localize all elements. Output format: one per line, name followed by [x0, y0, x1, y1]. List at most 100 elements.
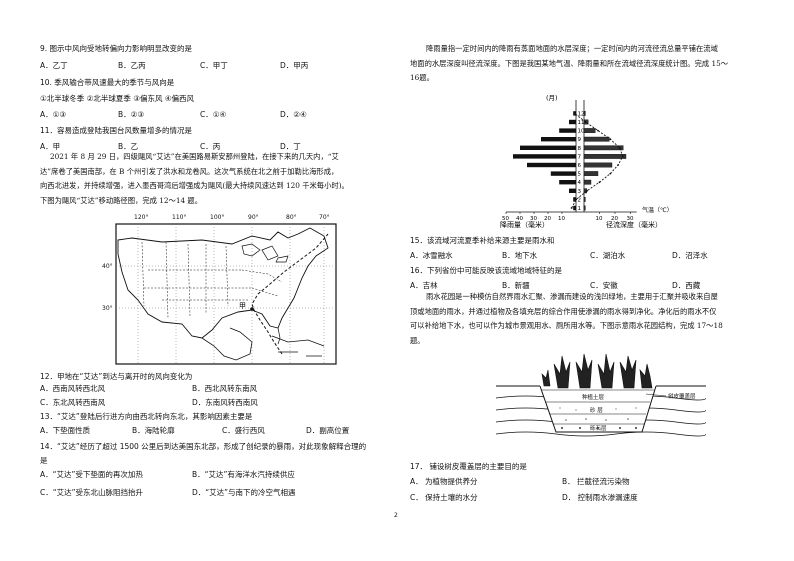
runoff-bar: [583, 196, 586, 202]
intro-line: 降雨量指一定时间内的降雨有蒸面地面的水层深度；一定时间内的河流径流总量平铺在流域: [426, 44, 718, 53]
temperature-point: [573, 112, 576, 115]
rainfall-bar: [541, 137, 576, 142]
temp-tick-label: 20: [611, 216, 618, 222]
q16-stem: 16．下列省份中可能反映该流域地域特征的是: [410, 266, 563, 275]
temperature-point: [618, 146, 621, 149]
rainfall-bar: [513, 154, 576, 159]
temperature-point: [621, 155, 624, 158]
place-marker: [250, 307, 254, 311]
q10-stem: 10. 季风输合带风速最大的季节与风向是: [40, 78, 175, 87]
rainfall-bar: [573, 197, 576, 202]
runoff-bar: [583, 205, 586, 211]
q17-stem: 17． 铺设树皮覆盖层的主要目的是: [410, 462, 527, 471]
temperature-point: [609, 138, 612, 141]
q17-option-b[interactable]: B． 拦截径流污染物: [562, 477, 630, 486]
lon-label: 120°: [134, 214, 148, 221]
q13-option-c[interactable]: C．盛行西风: [222, 426, 265, 435]
q10-option-b[interactable]: B．②③: [118, 110, 145, 119]
intro-line: 下图为飓风“艾达”移动路径图，完成 12～14 题。: [40, 195, 203, 205]
q14-option-c[interactable]: C．“艾达”受东北山脉阻挡抬升: [40, 488, 144, 497]
q16-option-b[interactable]: B．新疆: [502, 281, 530, 290]
runoff-bar: [583, 111, 586, 116]
q13-option-b[interactable]: B．海陆轮廓: [132, 426, 175, 435]
q13-option-d[interactable]: D．副高位置: [306, 426, 350, 435]
q12-option-b[interactable]: B．西北风转东南风: [192, 384, 258, 393]
runoff-bar: [583, 162, 613, 168]
rain-tick-label: 40: [516, 216, 523, 222]
q15-option-d[interactable]: D．沼泽水: [672, 251, 708, 260]
temperature-point: [598, 181, 601, 184]
rainfall-bar: [573, 205, 576, 211]
q15-option-c[interactable]: C．湖泊水: [590, 251, 626, 260]
lon-label: 70°: [319, 214, 330, 221]
planting-soil-label: 种植土层: [582, 393, 605, 401]
q10-option-c[interactable]: C．①④: [200, 110, 227, 119]
q11-option-a[interactable]: A．甲: [40, 142, 61, 151]
temperature-point: [575, 198, 578, 201]
temperature-point: [570, 207, 573, 209]
temperature-point: [597, 129, 599, 132]
rainfall-bar: [527, 162, 576, 168]
month-tick-label: 2: [578, 197, 582, 203]
q17-option-a[interactable]: A． 为植物提供养分: [410, 477, 478, 486]
q15-stem: 15．该流域河流夏季补给来源主要是雨水和: [410, 236, 555, 245]
q11-stem: 11．容易造成登陆我国台风数量增多的情况是: [40, 126, 193, 135]
runoff-bar: [583, 145, 624, 151]
q12-option-a[interactable]: A．西南风转西北风: [40, 384, 106, 393]
q17-option-c[interactable]: C． 保持土壤的水分: [410, 493, 478, 502]
month-tick-label: 6: [578, 163, 582, 169]
q10-option-a[interactable]: A．①③: [40, 110, 67, 119]
q13-option-a[interactable]: A．下垫面性质: [40, 426, 91, 435]
temp-unit-label: 气温（℃）: [642, 206, 673, 214]
intro-line: 地面的水层深度叫径流深度。下图是我国某地气温、降雨量和所在流域径流深度统计图。完…: [410, 58, 729, 68]
q14-option-b[interactable]: B．“艾达”有海洋水汽持续供应: [192, 470, 295, 479]
x-left-label: 降雨量（毫米）: [500, 220, 549, 229]
q10-option-d[interactable]: D．②④: [280, 110, 307, 119]
temperature-line: [571, 113, 624, 209]
month-tick-label: 8: [578, 146, 582, 152]
month-axis-label: (月): [546, 94, 558, 102]
lat-label: 30°: [102, 305, 113, 312]
rainfall-bar: [550, 171, 576, 176]
page-number: 2: [394, 512, 398, 519]
rainfall-bar: [569, 119, 576, 125]
q16-option-d[interactable]: D．西藏: [672, 281, 701, 290]
runoff-bar: [583, 136, 610, 142]
month-tick-label: 3: [578, 189, 582, 195]
q17-option-d[interactable]: D． 控制雨水渗漏速度: [562, 493, 638, 502]
rain-garden-diagram: 树皮覆盖层 种植土层 砂 层 砾石层: [496, 353, 706, 437]
q11-option-b[interactable]: B．乙: [118, 142, 139, 151]
q15-option-b[interactable]: B．地下水: [502, 251, 538, 260]
q14-option-d[interactable]: D．“艾达”与南下的冷空气相遇: [192, 488, 296, 497]
q9-option-b[interactable]: B．乙丙: [118, 61, 146, 70]
intro-line: 16题。: [410, 73, 434, 82]
rainfall-bar: [569, 188, 576, 193]
runoff-bar: [583, 128, 596, 134]
q16-option-a[interactable]: A．吉林: [410, 281, 438, 290]
rainfall-bar: [559, 180, 576, 185]
q12-stem: 12．甲地在“艾达”到达与离开时的风向变化为: [40, 372, 193, 381]
q15-option-a[interactable]: A．冰雪融水: [410, 251, 453, 260]
q11-option-d[interactable]: D．丁: [280, 142, 301, 151]
q10-subopts: ①北半球冬季 ②北半球夏季 ③偏东风 ④偏西风: [40, 94, 195, 103]
q14-option-a[interactable]: A．“艾达”受下垫面的再次加热: [40, 470, 143, 479]
q9-stem: 9. 图示中风向受地转偏向力影响明显改变的是: [40, 44, 193, 53]
rain-tick-label: 50: [502, 216, 509, 222]
q12-option-c[interactable]: C．东北风转西南风: [40, 398, 106, 407]
intro-line: 向西北进发，并持续增强，进入墨西哥湾后增强成为飓风(最大持续风速达到 120 千…: [40, 181, 349, 190]
rain-tick-label: 20: [544, 216, 551, 222]
q9-option-c[interactable]: C．甲丁: [200, 61, 228, 70]
intro-line: 可以补给地下水，也可以作为城市景观用水、厕所用水等。下图示意雨水花园结构，完成 …: [410, 321, 723, 330]
x-right-label: 径流深度（毫米）: [606, 220, 662, 229]
q9-option-d[interactable]: D．甲丙: [280, 61, 309, 70]
q16-option-c[interactable]: C．安徽: [590, 281, 618, 290]
intro-line: 雨水花园是一种模仿自然界雨水汇聚、渗漏而建设的浅凹绿地，主要用于汇聚并吸收来自屋: [426, 292, 718, 301]
q9-option-a[interactable]: A．乙丁: [40, 61, 68, 70]
q13-stem: 13．“艾达”登陆后行进方向由西北转向东北，其影响因素主要是: [40, 412, 253, 421]
temp-tick-label: 30: [627, 216, 634, 222]
q11-option-c[interactable]: C．丙: [200, 142, 221, 151]
rainfall-bar: [559, 128, 576, 133]
lon-label: 100°: [210, 214, 224, 221]
q12-option-d[interactable]: D．东南风转西南风: [192, 398, 258, 407]
